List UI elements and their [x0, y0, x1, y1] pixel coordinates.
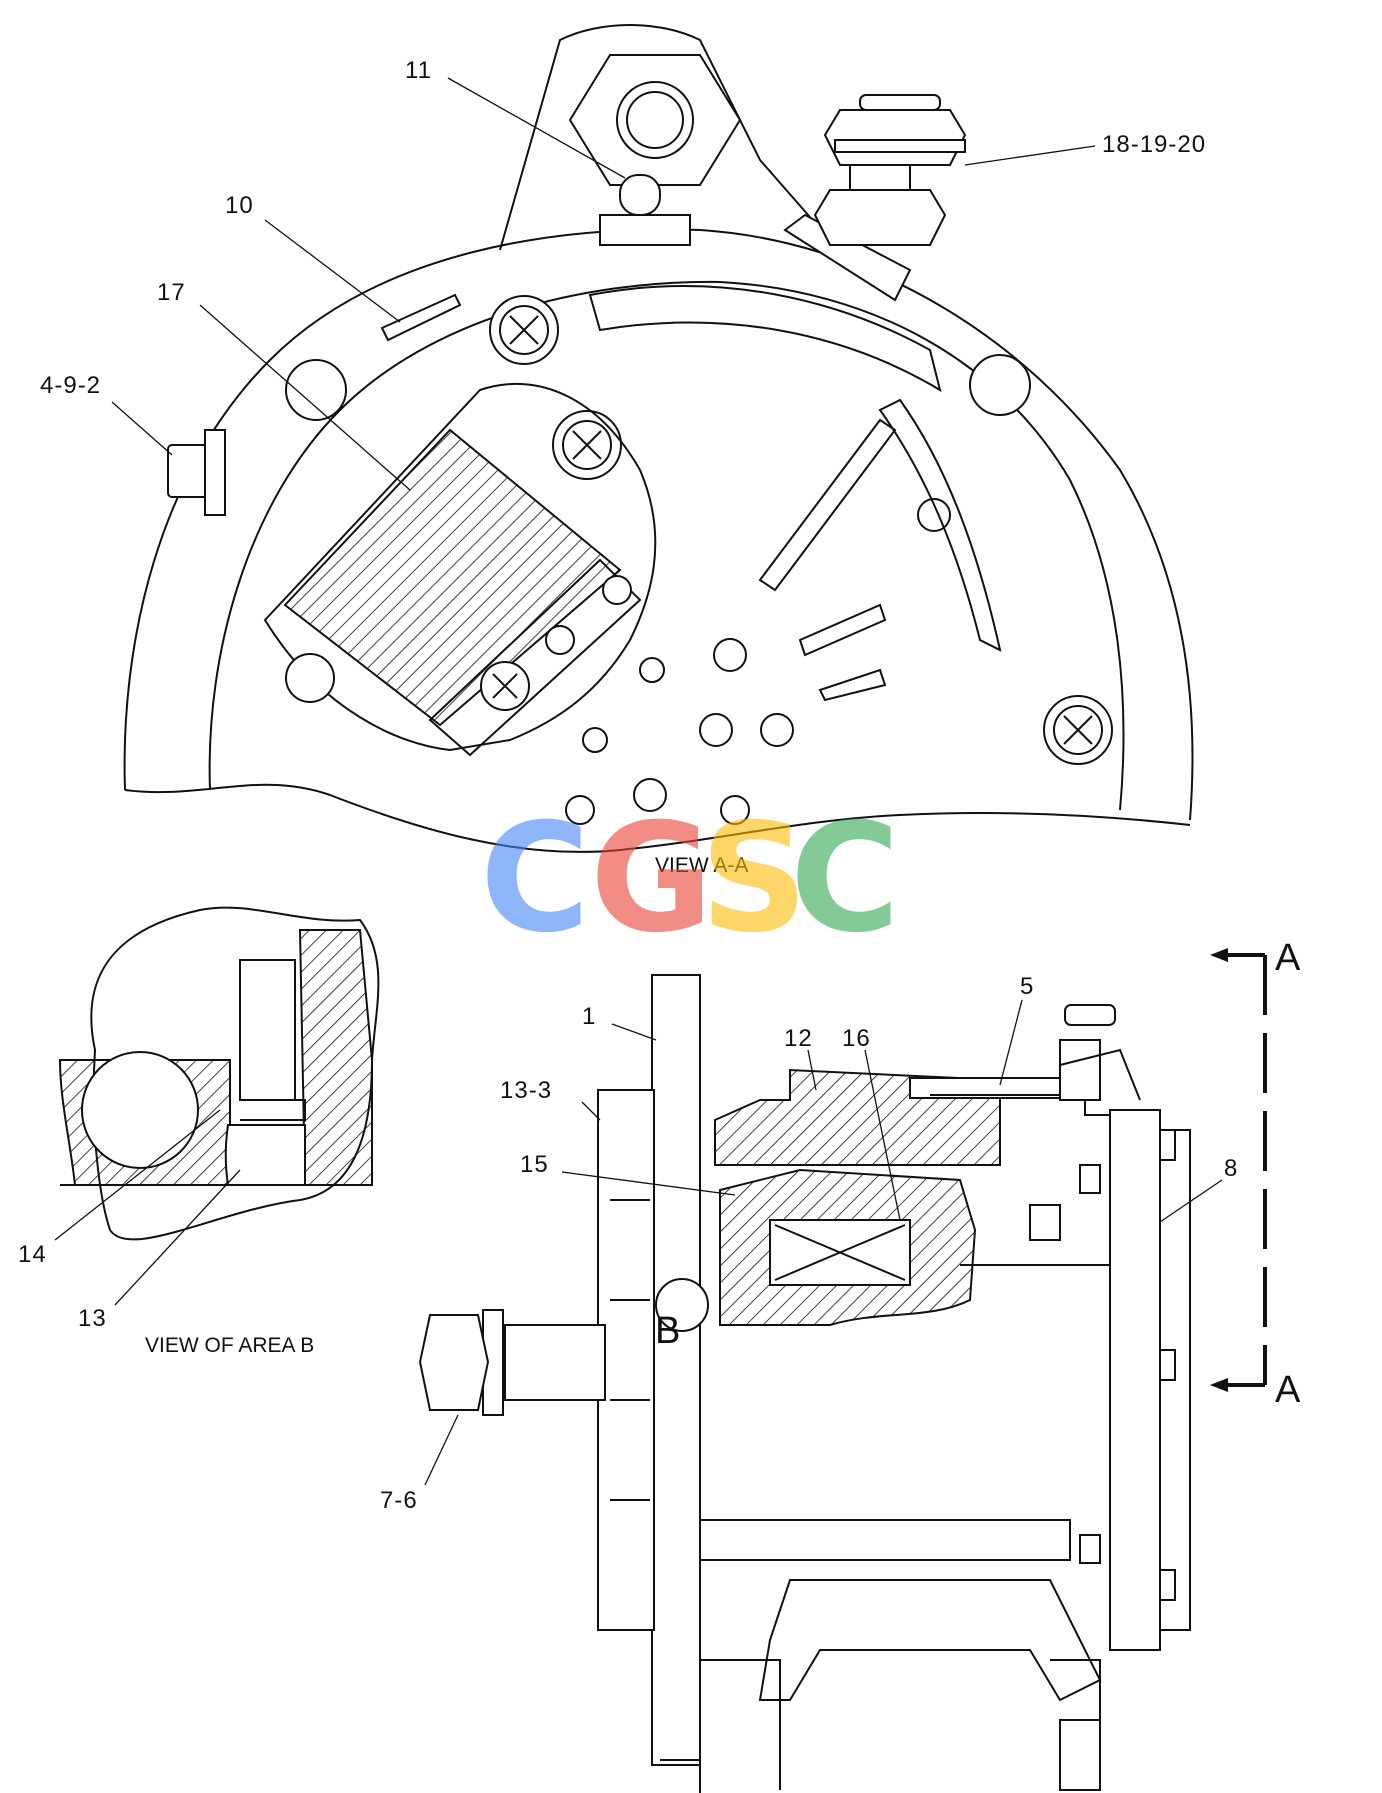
pulley-nut-7-6: [418, 1309, 606, 1416]
watermark-letter-2: G: [590, 792, 713, 966]
watermark-letter-4: C: [790, 792, 900, 966]
callout-15: 15: [520, 1151, 549, 1178]
callout-7-6: 7-6: [380, 1487, 418, 1514]
callout-11: 11: [405, 57, 432, 84]
callout-18-19-20: 18-19-20: [1102, 131, 1206, 158]
clip-10: [380, 293, 462, 342]
section-mark-a-top: A: [1275, 937, 1301, 979]
callout-labels: 11 18-19-20 10 17 4-9-2 1 12 16 5 13-3 1…: [18, 57, 1238, 1514]
callout-8: 8: [1224, 1155, 1238, 1182]
callout-17: 17: [157, 279, 186, 306]
side-section-view: [418, 974, 1191, 1793]
caption-view-aa: VIEW A-A: [655, 854, 748, 877]
regulator-17: [263, 382, 657, 757]
watermark-letter-3: S: [700, 792, 808, 966]
terminal-11: [599, 214, 691, 246]
section-line-aa: [1210, 948, 1267, 1392]
callout-1: 1: [582, 1003, 596, 1030]
end-frame-8: [1109, 1109, 1161, 1651]
caption-view-area-b: VIEW OF AREA B: [145, 1334, 314, 1357]
housing-1: [651, 974, 701, 1766]
callout-16: 16: [842, 1025, 871, 1052]
section-mark-a-bottom: A: [1275, 1369, 1301, 1411]
pivot-bore: [616, 81, 694, 159]
view-aa-drawing: [123, 24, 1194, 853]
screw-heads: [285, 295, 1113, 765]
bolt-4-9-2: [167, 429, 226, 516]
leader-lines: [54, 77, 1223, 1486]
callout-5: 5: [1020, 973, 1034, 1000]
callout-10: 10: [225, 192, 254, 219]
cgsc-watermark: C G S C: [480, 792, 900, 966]
cooling-holes: [565, 498, 951, 825]
callout-13-3: 13-3: [500, 1077, 552, 1104]
ball-bearing: [81, 1051, 199, 1169]
area-b-detail: [58, 906, 380, 1241]
callout-13: 13: [78, 1305, 107, 1332]
section-mark-area-b: B: [655, 1310, 680, 1352]
fan-13-3: [597, 1089, 655, 1631]
callout-14: 14: [18, 1241, 47, 1268]
watermark-letter-1: C: [480, 792, 590, 966]
callout-4-9-2: 4-9-2: [40, 372, 101, 399]
callout-12: 12: [784, 1025, 813, 1052]
terminal-stack-18-19-20: [783, 94, 967, 302]
